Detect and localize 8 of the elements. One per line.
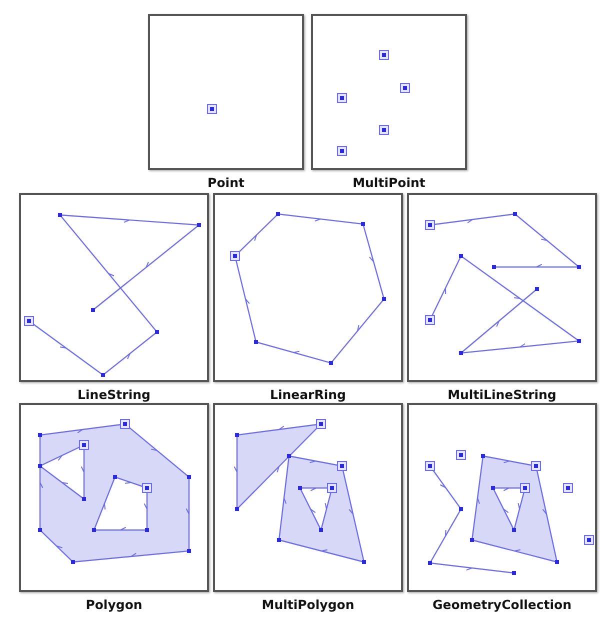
panel-label: MultiPolygon xyxy=(260,597,356,612)
panel-label: LinearRing xyxy=(269,387,347,402)
panel-label: LineString xyxy=(76,387,152,402)
panel-label: Polygon xyxy=(84,597,144,612)
panel-label: MultiPoint xyxy=(352,175,426,190)
panel-label: Point xyxy=(206,175,246,190)
panel-label: GeometryCollection xyxy=(431,597,573,612)
panel-label: MultiLineString xyxy=(446,387,558,402)
